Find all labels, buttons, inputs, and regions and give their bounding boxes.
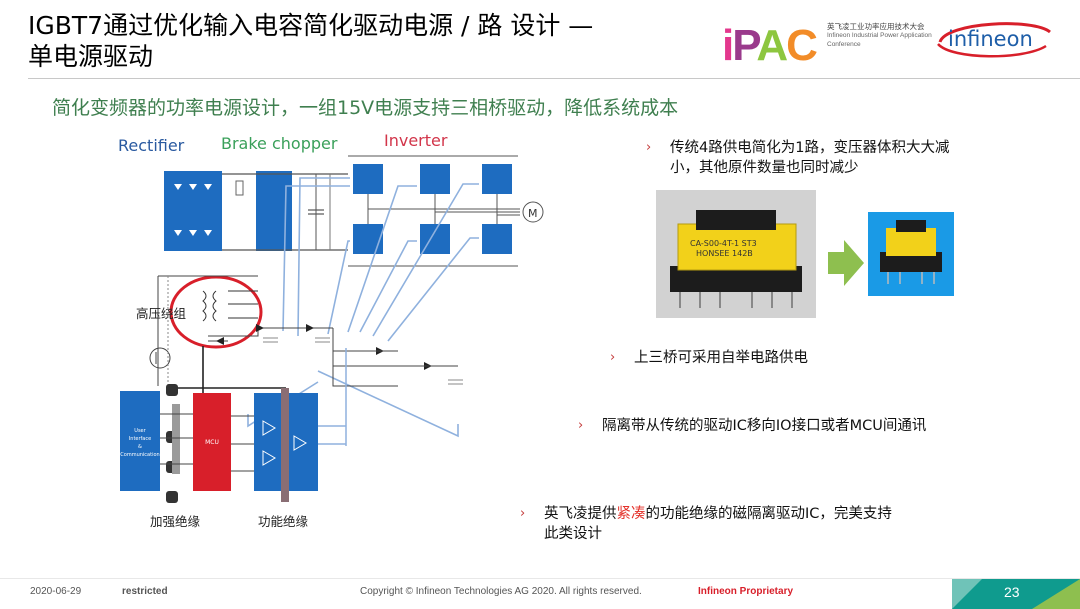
functional-isolation-label: 功能绝缘: [258, 514, 309, 529]
title-divider: [28, 78, 1080, 79]
svg-text:Interface: Interface: [129, 436, 151, 442]
infineon-logo-text: infineon: [948, 27, 1033, 51]
brake-chopper-module: [256, 171, 292, 251]
user-interface-block: [120, 391, 160, 491]
chevron-icon: ›: [520, 506, 526, 521]
footer: 2020-06-29 restricted Copyright © Infine…: [0, 578, 1080, 609]
small-transformer-photo: [868, 212, 954, 296]
svg-text:&: &: [138, 444, 142, 450]
rectifier-module: [164, 171, 222, 251]
chevron-icon: ›: [578, 418, 584, 433]
svg-text:HONSEE 142B: HONSEE 142B: [696, 249, 753, 258]
hv-winding-label: 高压绕组: [136, 306, 186, 321]
brake-chopper-label: Brake chopper: [221, 134, 338, 153]
bullet-text: 上三桥可采用自举电路供电: [634, 350, 808, 366]
slide-subtitle: 简化变频器的功率电源设计，一组15V电源支持三相桥驱动，降低系统成本: [52, 97, 679, 119]
footer-date: 2020-06-29: [30, 586, 82, 597]
arrow-right-icon: [828, 240, 864, 286]
inverter-switches: [353, 164, 512, 254]
ipac-logo-text: iPAC: [722, 21, 818, 70]
bullet-text: 传统4路供电简化为1路，变压器体积大大减小，其他原件数量也同时减少: [670, 140, 950, 176]
rectifier-label: Rectifier: [118, 136, 185, 155]
reinforced-isolation-label: 加强绝缘: [150, 514, 201, 529]
inverter-label: Inverter: [384, 131, 448, 150]
brake-resistor: [235, 180, 244, 196]
page-title: IGBT7通过优化输入电容简化驱动电源 / 路 设计 — 单电源驱动: [28, 10, 708, 72]
chevron-icon: ›: [646, 140, 652, 155]
title-line-2: 单电源驱动: [28, 42, 154, 71]
page-number-badge: [952, 579, 1080, 609]
mcu-label: MCU: [205, 439, 219, 446]
circuit-diagram: Rectifier Brake chopper Inverter M: [118, 131, 544, 529]
motor-symbol: [522, 201, 544, 223]
bullet-text: 英飞凌提供紧凑的功能绝缘的磁隔离驱动IC，完美支持此类设计: [544, 506, 892, 542]
page-number: 23: [1004, 584, 1020, 600]
svg-text:User: User: [134, 428, 146, 434]
title-line-1: IGBT7通过优化输入电容简化驱动电源 / 路 设计 —: [28, 11, 594, 40]
footer-proprietary: Infineon Proprietary: [698, 586, 794, 597]
motor-label: M: [528, 207, 538, 220]
chevron-icon: ›: [610, 350, 616, 365]
transformer-photo: CA-S00-4T-1 ST3 HONSEE 142B: [656, 190, 816, 318]
mcu-block: [193, 393, 231, 491]
hv-winding-highlight: [169, 275, 263, 349]
infineon-logo: infineon: [934, 16, 1054, 60]
svg-text:CA-S00-4T-1 ST3: CA-S00-4T-1 ST3: [690, 239, 757, 248]
bullet-text: 隔离带从传统的驱动IC移向IO接口或者MCU间通讯: [602, 418, 927, 434]
ipac-logo: iPAC 英飞凌工业功率应用技术大会 Infineon Industrial P…: [722, 18, 932, 74]
highlight-text: 紧凑: [616, 506, 646, 522]
footer-copyright: Copyright © Infineon Technologies AG 202…: [360, 586, 642, 597]
ipac-logo-subtitle: 英飞凌工业功率应用技术大会 Infineon Industrial Power …: [827, 22, 932, 48]
svg-text:Communication: Communication: [120, 452, 159, 458]
footer-classification: restricted: [122, 586, 168, 597]
